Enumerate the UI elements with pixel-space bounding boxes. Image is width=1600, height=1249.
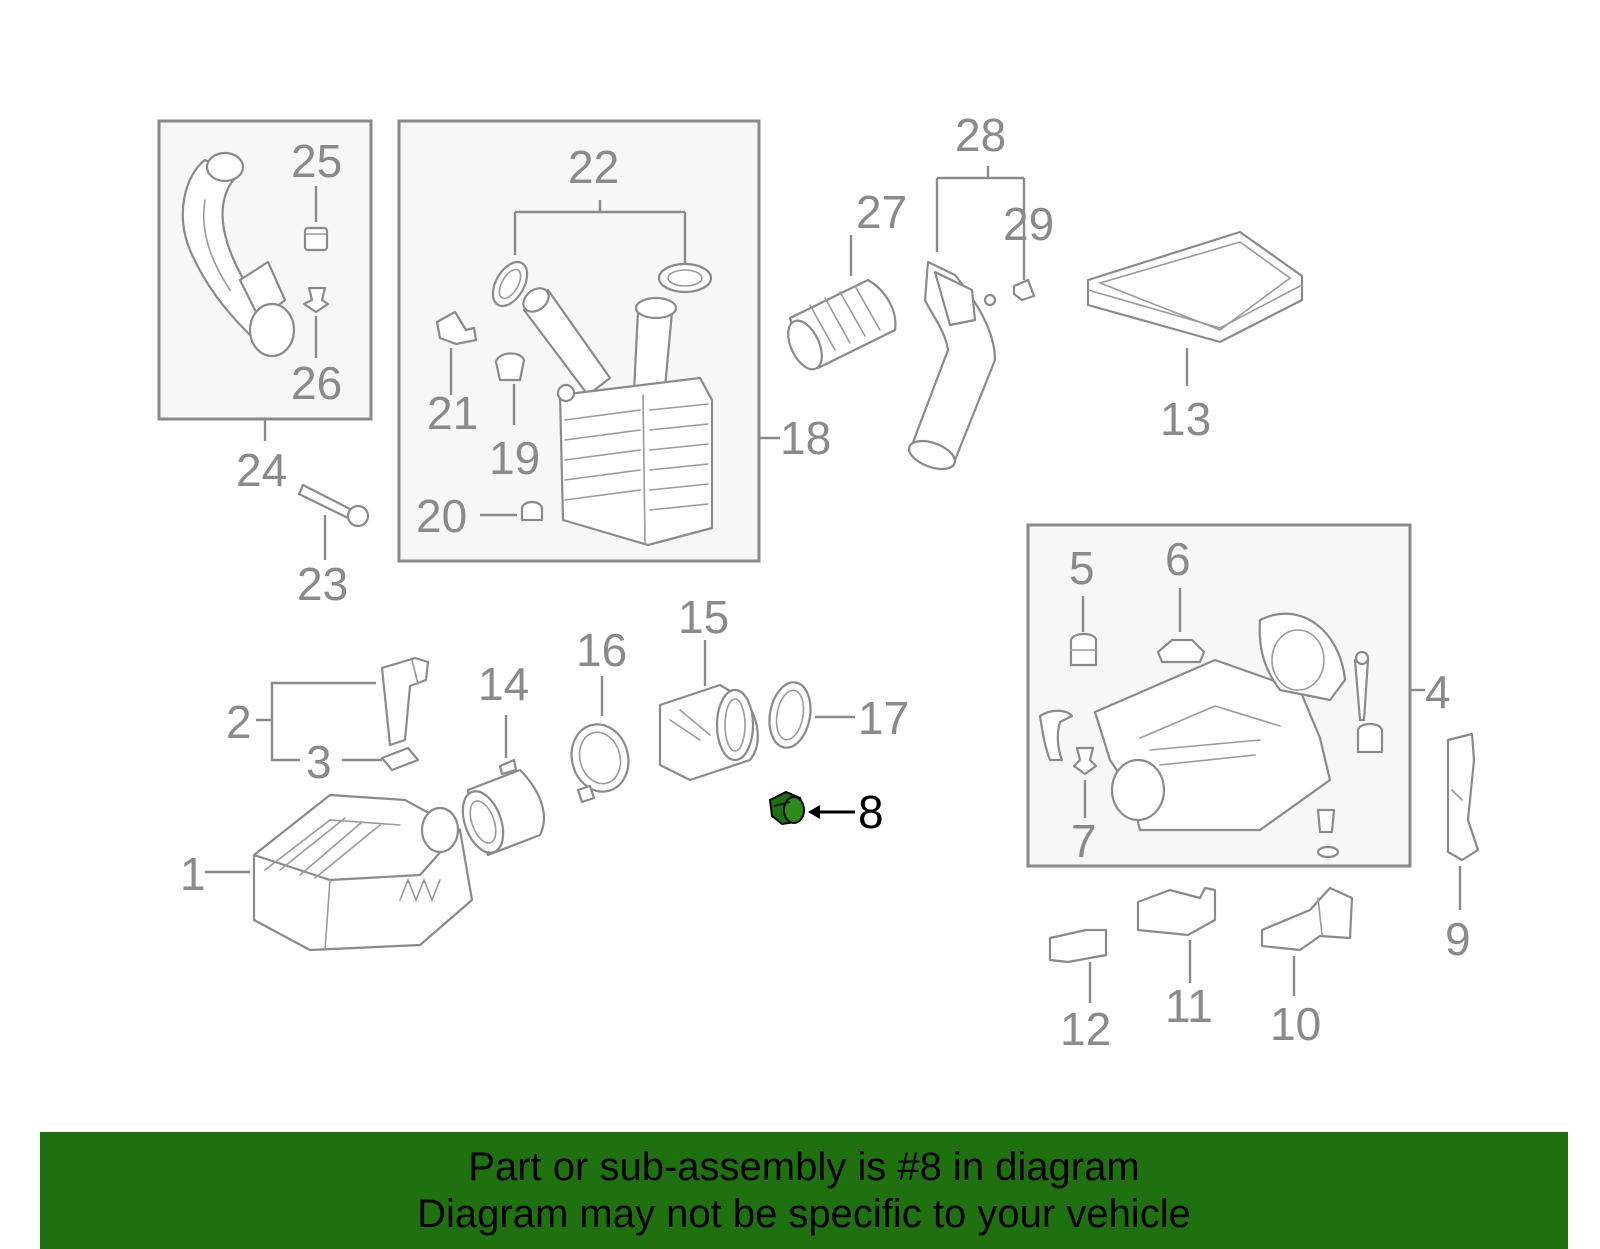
part-24-intake-duct[interactable] [181, 151, 296, 358]
banner-line-disclaimer: Diagram may not be specific to your vehi… [417, 1192, 1191, 1236]
callout-25: 25 [291, 135, 342, 187]
part-12-bracket[interactable] [1048, 928, 1108, 964]
part-10-bracket[interactable] [1260, 886, 1354, 952]
part-1-air-cleaner-housing[interactable] [252, 793, 474, 952]
callout-23: 23 [297, 558, 348, 610]
info-banner: Part or sub-assembly is #8 in diagram Di… [40, 1132, 1568, 1249]
callout-10: 10 [1270, 998, 1321, 1050]
part-8-highlighted[interactable] [768, 790, 806, 826]
callout-11: 11 [1165, 980, 1213, 1032]
part-2-sensor[interactable] [380, 656, 430, 747]
callout-12: 12 [1060, 1003, 1111, 1055]
callout-24: 24 [236, 444, 287, 496]
callout-4: 4 [1425, 666, 1451, 718]
part-23-bolt[interactable] [297, 483, 370, 528]
part-7-pushpin[interactable] [1072, 746, 1098, 776]
callout-14: 14 [478, 658, 529, 710]
part-27-hose[interactable] [781, 278, 897, 374]
part-29-clip[interactable] [1012, 278, 1036, 302]
callout-22: 22 [568, 141, 619, 193]
callout-3: 3 [306, 736, 332, 788]
part-18-intercooler[interactable] [519, 284, 714, 547]
part-19-grommet[interactable] [494, 352, 526, 382]
callout-26: 26 [291, 357, 342, 409]
part-13-air-filter[interactable] [1086, 230, 1304, 344]
part-20-plug[interactable] [520, 500, 544, 522]
callout-29: 29 [1003, 198, 1054, 250]
callout-16: 16 [576, 624, 627, 676]
callout-9: 9 [1445, 913, 1471, 965]
callout-19: 19 [489, 432, 540, 484]
part-17-clamp[interactable] [765, 679, 816, 751]
part-25-clip[interactable] [303, 226, 329, 252]
banner-line-part: Part or sub-assembly is #8 in diagram [468, 1145, 1140, 1189]
callout-8: 8 [858, 786, 884, 838]
part-4-air-box[interactable] [1038, 612, 1384, 859]
callout-28: 28 [955, 109, 1006, 161]
part-22-gasket-right[interactable] [657, 262, 713, 294]
callout-17: 17 [858, 692, 909, 744]
callout-6: 6 [1165, 533, 1191, 585]
callout-7: 7 [1071, 815, 1097, 867]
callout-5: 5 [1069, 542, 1095, 594]
callout-18: 18 [780, 412, 831, 464]
part-15-resonator[interactable] [658, 683, 759, 782]
part-28-air-duct[interactable] [905, 260, 997, 474]
part-5-grommet[interactable] [1069, 632, 1098, 667]
part-16-clamp[interactable] [564, 718, 636, 804]
part-11-bracket[interactable] [1136, 886, 1217, 937]
part-3-gasket[interactable] [380, 746, 420, 772]
callout-2: 2 [226, 696, 252, 748]
callout-27: 27 [856, 186, 907, 238]
part-9-bracket[interactable] [1446, 732, 1480, 862]
callout-21: 21 [427, 387, 478, 439]
part-22-gasket-left[interactable] [486, 256, 534, 312]
part-26-pushpin[interactable] [302, 286, 330, 314]
callout-15: 15 [678, 591, 729, 643]
part-21-sensor[interactable] [435, 310, 478, 346]
callout-20: 20 [416, 490, 467, 542]
part-6-bushing[interactable] [1156, 638, 1206, 664]
callout-1: 1 [180, 848, 206, 900]
callout-13: 13 [1160, 393, 1211, 445]
part-14-hose[interactable] [455, 758, 545, 858]
